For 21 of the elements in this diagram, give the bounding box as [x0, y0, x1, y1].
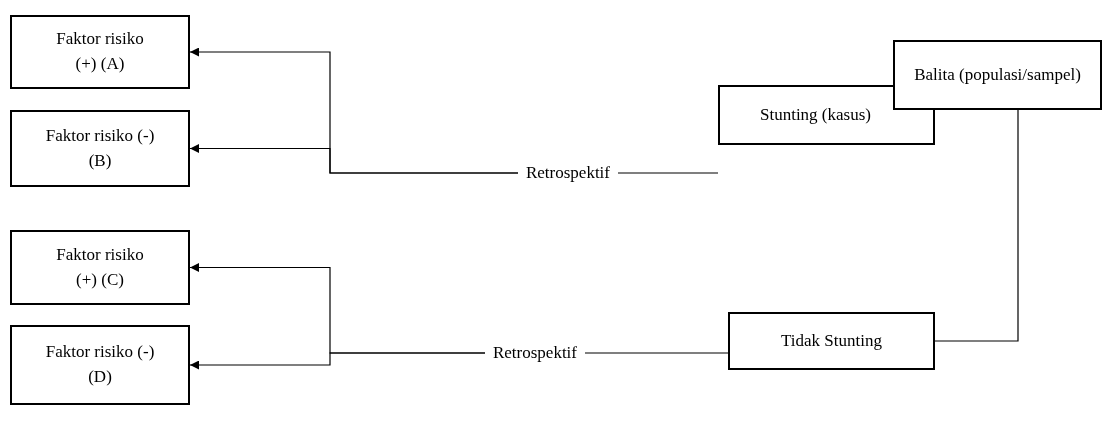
arrow — [189, 352, 486, 370]
process-box — [893, 40, 1102, 110]
node-text: Tidak Stunting — [781, 329, 882, 352]
connector-line — [617, 172, 719, 174]
node-text: Faktor risiko (-) (D) — [45, 341, 155, 388]
node-text: Retrospektif — [525, 161, 610, 184]
node-text: Faktor risiko (+) (A) — [55, 28, 145, 75]
node-text: Faktor risiko (+) (C) — [55, 243, 145, 291]
process-box — [10, 110, 190, 187]
process-box — [10, 230, 190, 305]
process-box — [10, 325, 190, 405]
process-box — [728, 312, 935, 370]
connector-line — [934, 109, 1019, 342]
node-text: Faktor risiko (-) (B) — [45, 124, 155, 172]
process-box — [10, 15, 190, 89]
node-text: Stunting (kasus) — [760, 103, 871, 126]
arrow — [189, 144, 519, 174]
process-box — [718, 85, 935, 145]
node-text: Retrospektif — [492, 341, 577, 364]
connector-line — [584, 352, 729, 354]
node-text: Balita (populasi/sampel) — [914, 63, 1081, 86]
